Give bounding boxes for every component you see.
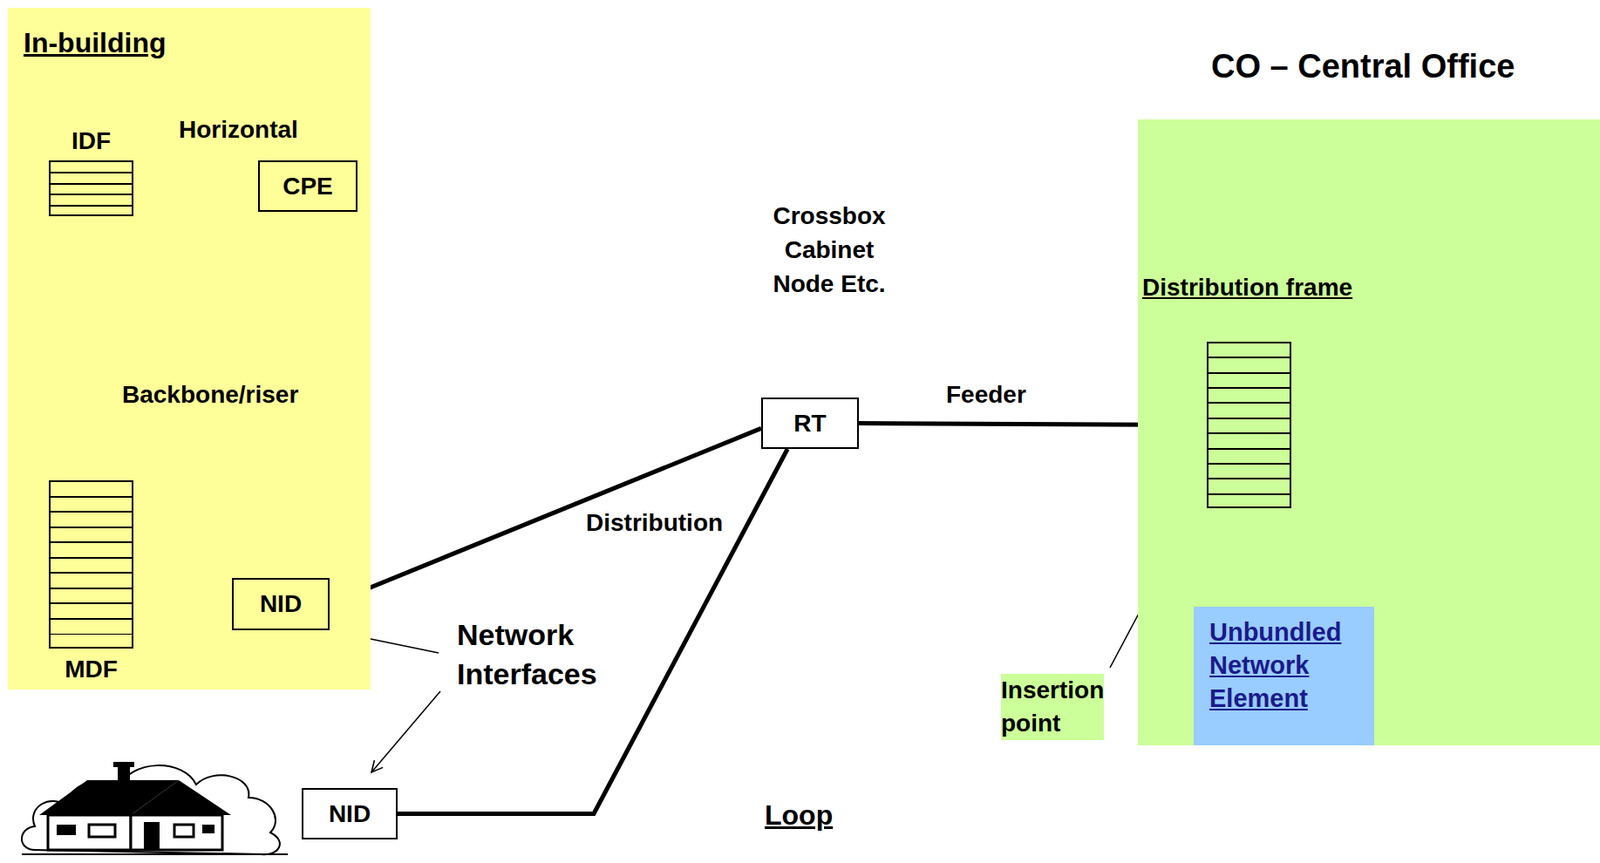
segment-label: Horizontal <box>178 115 299 144</box>
node-text: Distribution frame <box>1142 273 1353 302</box>
node-text: NID <box>328 800 371 829</box>
house-illustration <box>21 762 288 855</box>
unbundled-element-box: Unbundled Network Element <box>1193 606 1375 746</box>
building-region: In-buildingIDF CPE MDF NID <box>7 7 371 690</box>
callout-label: Insertion point <box>1000 674 1104 741</box>
cable-line <box>329 428 762 605</box>
site-type-label: Crossbox Cabinet Node Etc. <box>772 198 886 301</box>
mdf-frame: MDF <box>48 480 134 649</box>
callout-label: Network Interfaces <box>456 615 598 695</box>
rt-box: RT <box>761 397 859 450</box>
node-text: In-building <box>23 27 167 60</box>
segment-label: Distribution <box>584 509 725 538</box>
node-text: IDF <box>71 127 111 156</box>
node-text: CPE <box>282 172 334 201</box>
distribution-frame: Distribution frame <box>1206 341 1292 509</box>
node-text: Unbundled Network Element <box>1209 615 1342 715</box>
nid-box: NID <box>301 788 398 840</box>
section-label: Loop <box>764 799 833 832</box>
node-text: CO – Central Office <box>1211 47 1515 86</box>
node-text: NID <box>259 590 302 619</box>
cable-line <box>397 449 788 815</box>
cpe-box: CPE <box>258 160 358 212</box>
idf-frame: IDF <box>48 160 134 217</box>
nid-box: NID <box>231 578 330 631</box>
node-text: RT <box>793 409 826 438</box>
central-office-region: CO – Central OfficeDistribution frameUnb… <box>1137 119 1600 746</box>
segment-label: Feeder <box>946 381 1027 409</box>
node-text: MDF <box>64 655 118 684</box>
segment-label: Backbone/riser <box>122 381 299 409</box>
leader-line <box>371 691 441 773</box>
